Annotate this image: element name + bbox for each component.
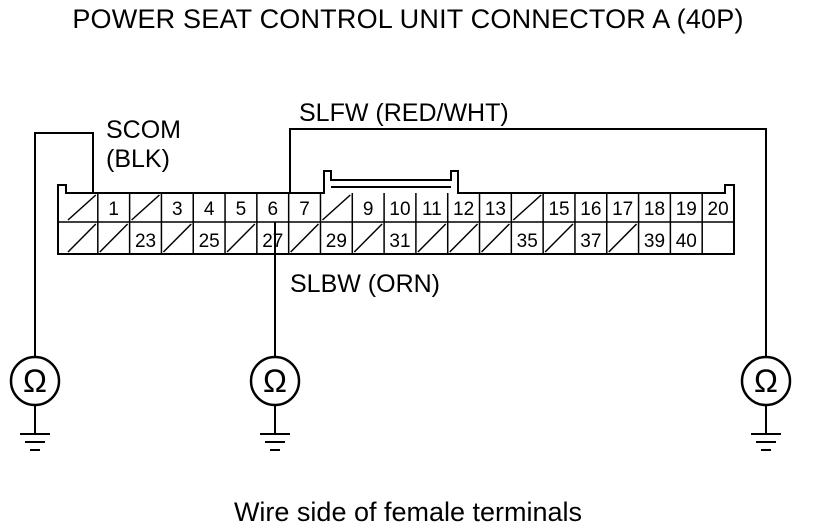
- terminal-number: 4: [204, 199, 215, 220]
- unused-terminal-mark: [544, 223, 574, 253]
- terminal-number: 7: [299, 199, 310, 220]
- ground-icon: [260, 433, 290, 451]
- terminal-number: 25: [199, 231, 220, 252]
- terminal-number: 15: [548, 199, 569, 220]
- scom-color-label: (BLK): [106, 145, 170, 173]
- terminal-number: 19: [676, 199, 697, 220]
- diagram-caption: Wire side of female terminals: [233, 497, 583, 527]
- terminal-number: 23: [135, 231, 156, 252]
- diagram-title: POWER SEAT CONTROL UNIT CONNECTOR A (40P…: [72, 4, 744, 34]
- unused-terminal-mark: [162, 223, 192, 253]
- terminal-number: 27: [262, 231, 283, 252]
- unused-terminal-mark: [67, 194, 97, 221]
- terminal-number: 12: [453, 199, 474, 220]
- ohm-icon: Ω: [23, 363, 47, 399]
- scom-label: SCOM: [106, 116, 181, 144]
- slfw-label: SLFW (RED/WHT): [299, 99, 509, 127]
- unused-terminal-mark: [99, 223, 129, 253]
- terminal-number: 1: [108, 199, 119, 220]
- terminal-number: 5: [236, 199, 247, 220]
- terminal-number: 11: [422, 199, 442, 220]
- ohmmeter-middle: Ω: [249, 355, 301, 451]
- ohm-icon: Ω: [754, 363, 778, 399]
- connector-housing: [57, 170, 735, 255]
- ohmmeter-right: Ω: [740, 355, 792, 451]
- unused-terminal-mark: [353, 223, 383, 253]
- terminal-number: 39: [644, 231, 665, 252]
- terminal-number: 10: [389, 199, 410, 220]
- terminal-number: 3: [172, 199, 183, 220]
- unused-terminal-mark: [449, 223, 479, 253]
- terminal-number: 6: [267, 199, 278, 220]
- terminal-number: 37: [580, 231, 601, 252]
- unused-terminal-mark: [290, 223, 320, 253]
- wire-scom: [34, 132, 94, 357]
- unused-terminal-mark: [417, 223, 447, 253]
- ground-icon: [751, 433, 781, 451]
- ohmmeter-left: Ω: [9, 355, 61, 451]
- unused-terminal-mark: [512, 194, 542, 221]
- unused-terminal-mark: [226, 223, 256, 253]
- terminal-number: 40: [676, 231, 697, 252]
- ground-icon: [20, 433, 50, 451]
- unused-terminal-mark: [67, 223, 97, 253]
- terminal-number: 17: [612, 199, 633, 220]
- terminal-number: 35: [517, 231, 538, 252]
- unused-terminal-mark: [131, 194, 160, 221]
- terminal-number: 9: [363, 199, 374, 220]
- unused-terminal-mark: [480, 223, 510, 253]
- terminal-number: 16: [580, 199, 601, 220]
- terminal-number: 20: [708, 199, 729, 220]
- terminal-number: 31: [389, 231, 410, 252]
- wire-slfw: [289, 128, 767, 357]
- unused-terminal-mark: [608, 223, 638, 253]
- terminal-number: 29: [326, 231, 347, 252]
- ohm-icon: Ω: [263, 363, 287, 399]
- terminal-number: 13: [485, 199, 506, 220]
- slbw-label: SLBW (ORN): [290, 270, 440, 298]
- terminal-number: 18: [644, 199, 665, 220]
- unused-terminal-mark: [321, 194, 351, 221]
